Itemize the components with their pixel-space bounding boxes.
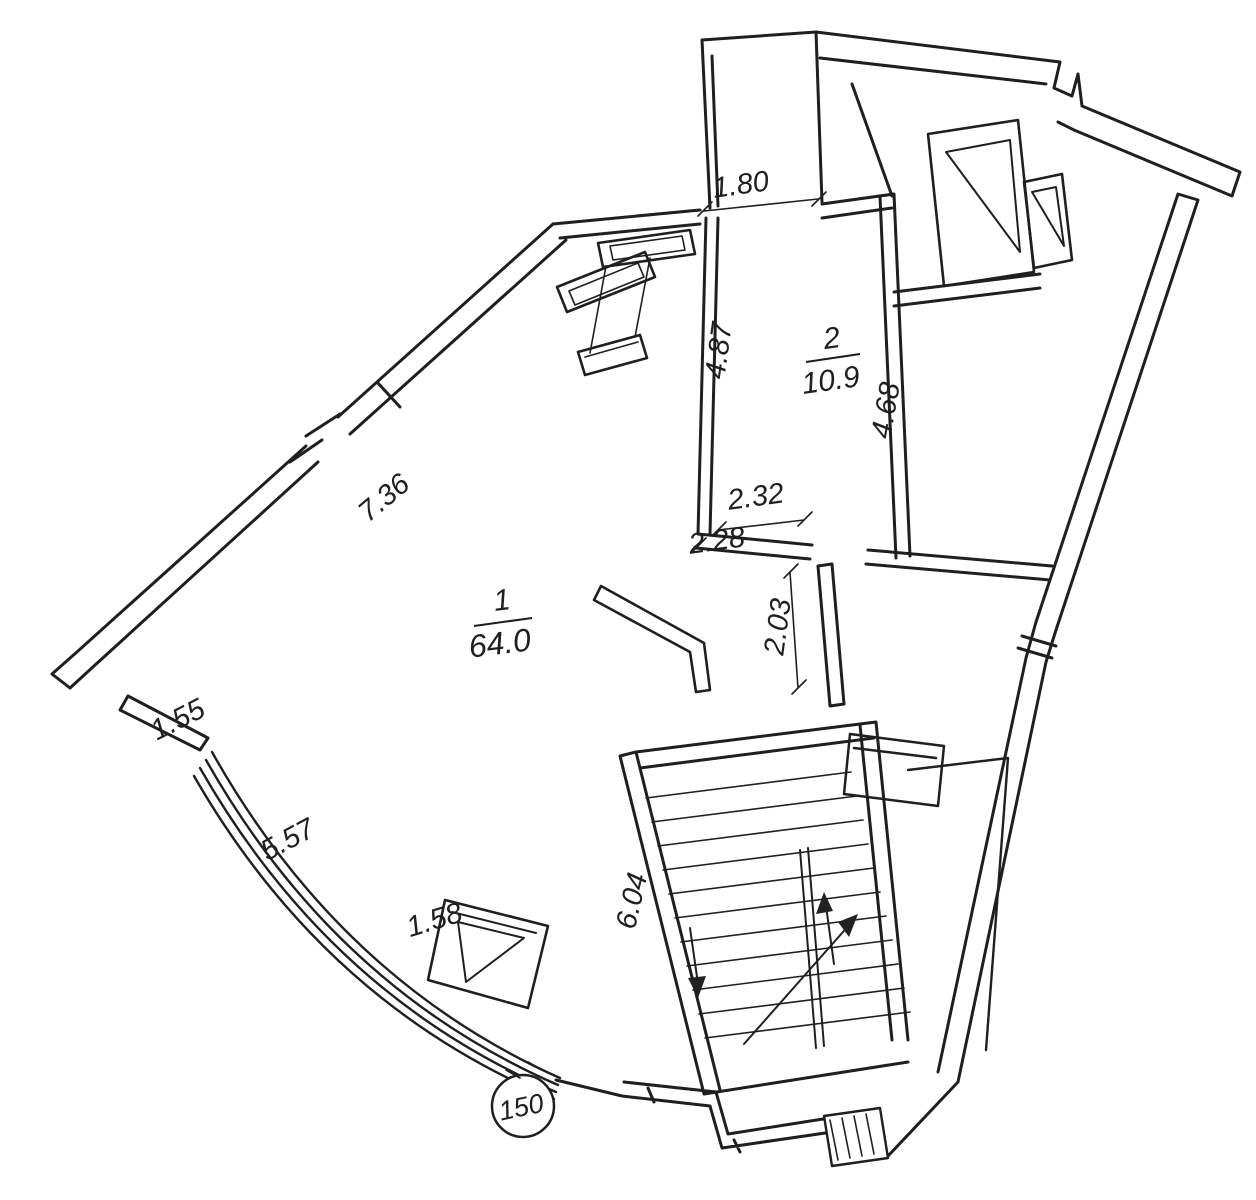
dim-corridor-width: 2.03 <box>758 597 798 658</box>
room1-area: 64.0 <box>467 621 533 664</box>
dim-room2-bottom-opening: 2.32 <box>725 477 786 517</box>
room2-walls <box>694 192 1054 582</box>
walls <box>50 30 1242 1168</box>
peninsula-wall <box>592 584 712 694</box>
right-room-partitions <box>850 82 1042 308</box>
level-marker-circle <box>490 1073 556 1139</box>
glazing-triangle-1 <box>945 139 1021 253</box>
stair-compartment <box>842 732 946 808</box>
top-right-walls <box>814 30 1242 198</box>
dim-curved-wall: 5.57 <box>255 812 322 868</box>
room2-number: 2 <box>820 321 842 356</box>
hatched-block-lines <box>829 1113 875 1161</box>
arrow-up-line <box>825 905 835 965</box>
room2-fraction-line <box>805 353 861 363</box>
dimension-ticks <box>691 191 827 695</box>
arrow-down-head <box>688 976 706 998</box>
dim-adjacent-room-wall: 4.68 <box>865 380 906 441</box>
glazing-room-2 <box>1022 172 1074 270</box>
stair-shaft-lines <box>906 756 1010 1052</box>
glazing-room-1 <box>926 118 1036 288</box>
corridor-wall <box>816 562 846 708</box>
room1-fraction-line <box>473 617 533 627</box>
dim-top-opening: 1.80 <box>711 165 771 205</box>
arrow-diagonal-head <box>838 914 858 937</box>
dim-room2-left-wall: 4.87 <box>699 319 739 381</box>
arrow-down-line <box>689 927 699 985</box>
arrow-diagonal-line <box>743 923 851 1045</box>
window-assembly-detail <box>568 235 686 358</box>
room2-area: 10.9 <box>799 360 862 401</box>
bottom-walls <box>554 1078 848 1154</box>
curve-window-triangle <box>451 911 537 983</box>
right-wall-upper <box>1016 192 1200 664</box>
top-corridor-walls <box>700 30 824 210</box>
curved-facade-wall <box>192 750 562 1101</box>
hatched-block <box>822 1106 890 1168</box>
stair-walls <box>618 720 910 1096</box>
right-wall-lower <box>886 656 1048 1158</box>
stair-arrows <box>688 892 858 1045</box>
room1-number: 1 <box>492 583 513 618</box>
arrow-up-head <box>816 892 833 914</box>
stair-divider <box>799 847 825 1049</box>
level-marker-ticks <box>505 1061 543 1079</box>
stair-treads <box>645 771 911 1039</box>
dim-upper-left-wall: 7.36 <box>352 467 416 528</box>
left-exterior-wall <box>50 208 702 752</box>
glazing-triangle-2 <box>1031 186 1065 247</box>
dim-room2-bottom-wall: 2.28 <box>686 521 747 561</box>
dim-stair-wall: 6.04 <box>610 870 654 932</box>
